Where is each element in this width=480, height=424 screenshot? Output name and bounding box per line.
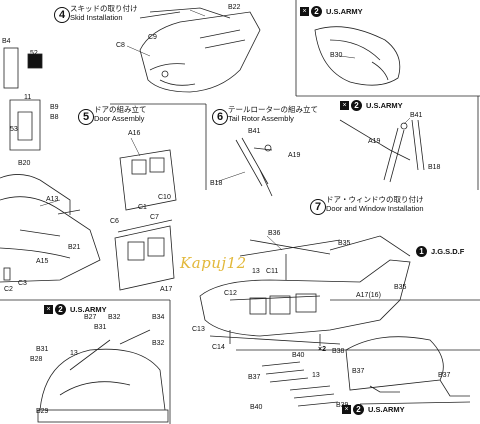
us-army-nose-drawing — [314, 26, 401, 86]
part-label: 53 — [10, 126, 18, 133]
us-army-label: U.S.ARMY — [326, 7, 363, 16]
times-icon: × — [340, 101, 349, 110]
part-label: C2 — [4, 286, 13, 293]
tail-section-drawing — [0, 47, 71, 215]
version-icon: 1 — [416, 246, 427, 257]
part-label: B22 — [228, 4, 241, 11]
part-label: 52 — [30, 50, 38, 57]
watermark: Kapuj12 — [180, 254, 247, 272]
us-army-badge-top: × 2 U.S.ARMY — [300, 6, 363, 17]
part-label: A16 — [128, 130, 141, 137]
step-6-number: 6 — [212, 109, 228, 125]
step-7-number: 7 — [310, 199, 326, 215]
part-label: C6 — [110, 218, 119, 225]
part-label: B37 — [352, 368, 365, 375]
part-label: C14 — [212, 344, 225, 351]
step-4-title-jp: スキッドの取り付け — [70, 4, 138, 13]
step-6-title-jp: テールローターの組み立て — [228, 105, 318, 114]
quantity-label: ×2 — [318, 346, 326, 353]
step-6-title-en: Tail Rotor Assembly — [228, 114, 294, 123]
part-label: C9 — [148, 34, 157, 41]
part-label: B18 — [428, 164, 441, 171]
fuselage-left-drawing — [0, 196, 101, 283]
part-label: B38 — [332, 348, 345, 355]
step-4-title-en: Skid Installation — [70, 13, 123, 22]
step-5-number: 5 — [78, 109, 94, 125]
us-army-cockpit-drawing — [37, 329, 169, 423]
part-label: B40 — [292, 352, 305, 359]
main-helicopter-drawing — [199, 235, 411, 346]
part-label: A15 — [36, 258, 49, 265]
part-label: B37 — [438, 372, 451, 379]
part-label: 11 — [24, 94, 32, 101]
part-label: B32 — [152, 340, 165, 347]
step-7-title-en: Door and Window Installation — [326, 204, 424, 213]
part-label: C1 — [138, 204, 147, 211]
part-label: B30 — [330, 52, 343, 59]
tail-rotor-drawing — [235, 119, 425, 197]
part-label: A19 — [288, 152, 301, 159]
part-label: A19 — [368, 138, 381, 145]
quantity-icon: 2 — [55, 304, 66, 315]
star-mark — [27, 53, 43, 69]
part-label: 13 — [252, 268, 260, 275]
door-assembly-drawing — [114, 149, 177, 291]
skid-parts-drawing — [261, 336, 471, 407]
part-label: C3 — [18, 280, 27, 287]
part-label: B36 — [268, 230, 281, 237]
part-label: B41 — [410, 112, 423, 119]
part-label: B39 — [336, 402, 349, 409]
part-label: B35 — [338, 240, 351, 247]
part-label: B28 — [30, 356, 43, 363]
part-label: B41 — [248, 128, 261, 135]
part-label: B32 — [108, 314, 121, 321]
us-army-label: U.S.ARMY — [70, 305, 107, 314]
quantity-icon: 2 — [311, 6, 322, 17]
part-label: A17 — [160, 286, 173, 293]
part-label: B18 — [210, 180, 223, 187]
part-label: C10 — [158, 194, 171, 201]
part-label: 13 — [70, 350, 78, 357]
us-army-label: U.S.ARMY — [368, 405, 405, 414]
times-icon: × — [300, 7, 309, 16]
part-label: B4 — [2, 38, 11, 45]
part-label: B8 — [50, 114, 59, 121]
part-label: B9 — [50, 104, 59, 111]
times-icon: × — [44, 305, 53, 314]
part-label: B37 — [248, 374, 261, 381]
part-label: C13 — [192, 326, 205, 333]
us-army-badge-bottom-left: × 2 U.S.ARMY — [44, 304, 107, 315]
part-label: B29 — [36, 408, 49, 415]
quantity-icon: 2 — [353, 404, 364, 415]
part-label: B35 — [394, 284, 407, 291]
step-5-title-en: Door Assembly — [94, 114, 145, 123]
jgsdf-label: J.G.S.D.F — [431, 247, 465, 256]
part-label: B31 — [94, 324, 107, 331]
part-label: B27 — [84, 314, 97, 321]
part-label: C7 — [150, 214, 159, 221]
part-label: B40 — [250, 404, 263, 411]
part-label: C11 — [266, 268, 279, 275]
step-7-title-jp: ドア・ウィンドウの取り付け — [326, 195, 424, 204]
part-label: B34 — [152, 314, 165, 321]
part-label: A17(16) — [356, 292, 381, 299]
step-4-number: 4 — [54, 7, 70, 23]
skid-helicopter-drawing — [139, 7, 261, 93]
jgsdf-badge: 1 J.G.S.D.F — [416, 246, 464, 257]
part-label: C12 — [224, 290, 237, 297]
times-icon: × — [342, 405, 351, 414]
us-army-badge-bottom-right: × 2 U.S.ARMY — [342, 404, 405, 415]
part-label: B20 — [18, 160, 31, 167]
part-label: C8 — [116, 42, 125, 49]
part-label: B21 — [68, 244, 81, 251]
us-army-badge-step6: × 2 U.S.ARMY — [340, 100, 403, 111]
part-label: B31 — [36, 346, 49, 353]
quantity-icon: 2 — [351, 100, 362, 111]
part-label: 13 — [312, 372, 320, 379]
part-label: A13 — [46, 196, 59, 203]
step-5-title-jp: ドアの組み立て — [94, 105, 147, 114]
us-army-label: U.S.ARMY — [366, 101, 403, 110]
leader-lines — [39, 9, 411, 251]
